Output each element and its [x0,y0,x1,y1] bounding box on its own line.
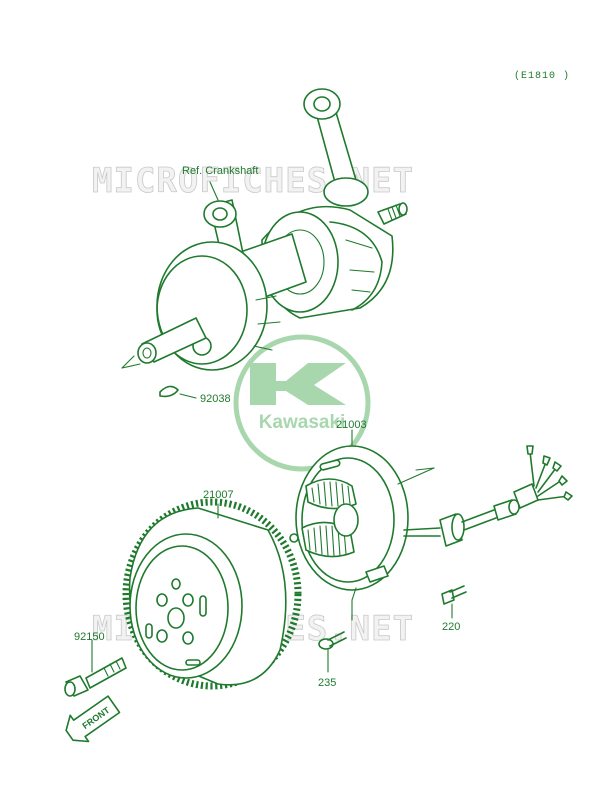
label-92150: 92150 [74,631,105,643]
label-21003: 21003 [336,419,367,431]
kawasaki-logo: Kawasaki [233,334,371,472]
flywheel-rotor [122,498,302,690]
kawasaki-logo-text: Kawasaki [259,412,346,433]
bolt-92150 [64,657,127,697]
label-235: 235 [318,677,336,689]
wire-harness [403,445,573,547]
label-ref-crankshaft: Ref. Crankshaft [182,165,258,177]
front-direction-arrow: FRONT [65,695,121,743]
screw-220 [441,585,467,605]
screw-235 [318,631,347,650]
woodruff-key [159,385,179,398]
label-92038: 92038 [200,393,231,405]
stator-assembly [289,445,409,591]
label-21007: 21007 [203,489,234,501]
diagram-code: (E1810 ) [514,70,570,82]
crankshaft-assembly [137,88,408,398]
label-220: 220 [442,621,460,633]
